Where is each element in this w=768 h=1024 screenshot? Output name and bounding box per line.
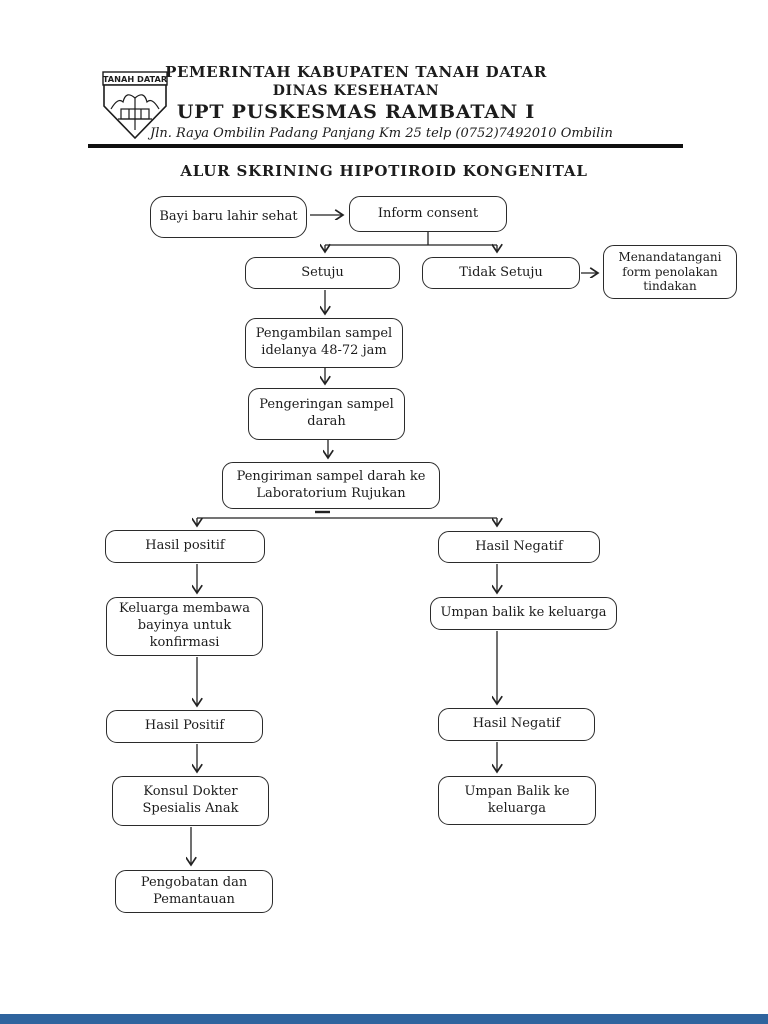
node-label: Pengeringan sampel darah: [259, 397, 394, 429]
government-name: PEMERINTAH KABUPATEN TANAH DATAR: [165, 63, 547, 81]
node-label: Pengobatan dan Pemantauan: [140, 874, 248, 907]
flow-node-inform-consent: Inform consent: [349, 196, 507, 232]
node-label: Hasil positif: [145, 538, 225, 554]
logo-banner-text: TANAH DATAR: [103, 74, 168, 84]
tanah-datar-logo: TANAH DATAR: [102, 71, 168, 140]
node-label: Bayi baru lahir sehat: [159, 208, 298, 224]
flow-node-umpan-balik-1: Umpan balik ke keluarga: [430, 597, 617, 630]
flow-node-keluarga-membawa: Keluarga membawa bayinya untuk konfirmas…: [106, 597, 263, 656]
flow-node-pengambilan-sampel: Pengambilan sampel idelanya 48-72 jam: [245, 318, 403, 368]
node-label: Umpan Balik ke keluarga: [464, 783, 570, 816]
node-label: Setuju: [301, 264, 344, 280]
edge-inform-branch: [325, 231, 497, 246]
node-label: Pengiriman sampel darah ke Laboratorium …: [236, 468, 426, 501]
flow-node-hasil-negatif-1: Hasil Negatif: [438, 531, 600, 563]
node-label: Umpan balik ke keluarga: [440, 605, 607, 621]
node-label: Hasil Negatif: [475, 538, 563, 554]
flow-node-pengiriman-sampel: Pengiriman sampel darah ke Laboratorium …: [222, 462, 440, 509]
node-label: Konsul Dokter Spesialis Anak: [142, 784, 239, 816]
node-label: Pengambilan sampel idelanya 48-72 jam: [255, 326, 393, 358]
office-name: UPT PUSKESMAS RAMBATAN I: [176, 101, 536, 123]
flow-node-bayi-baru-lahir: Bayi baru lahir sehat: [150, 196, 307, 238]
letterhead-text: PEMERINTAH KABUPATEN TANAH DATAR DINAS K…: [150, 63, 613, 141]
rumah-gadang-icon: [110, 94, 160, 130]
flow-node-hasil-positif-2: Hasil Positif: [106, 710, 263, 743]
flow-node-hasil-positif-1: Hasil positif: [105, 530, 265, 563]
footer-bar: [0, 1014, 768, 1024]
node-label: Menandatangani form penolakan tindakan: [618, 250, 722, 294]
flow-node-hasil-negatif-2: Hasil Negatif: [438, 708, 595, 741]
node-label: Tidak Setuju: [459, 264, 543, 280]
flow-node-umpan-balik-2: Umpan Balik ke keluarga: [438, 776, 596, 825]
flow-node-pengobatan: Pengobatan dan Pemantauan: [115, 870, 273, 913]
flow-node-tidak-setuju: Tidak Setuju: [422, 257, 580, 289]
flow-node-konsul-dokter: Konsul Dokter Spesialis Anak: [112, 776, 269, 826]
letterhead-divider: [88, 144, 683, 148]
node-label: Inform consent: [377, 205, 479, 221]
node-label: Hasil Negatif: [472, 716, 561, 732]
flow-node-setuju: Setuju: [245, 257, 400, 289]
node-label: Keluarga membawa bayinya untuk konfirmas…: [118, 601, 251, 650]
department-name: DINAS KESEHATAN: [272, 83, 440, 99]
page-title: ALUR SKRINING HIPOTIROID KONGENITAL: [180, 162, 588, 180]
flow-node-pengeringan-sampel: Pengeringan sampel darah: [248, 388, 405, 440]
office-address: Jln. Raya Ombilin Padang Panjang Km 25 t…: [150, 126, 613, 141]
node-label: Hasil Positif: [144, 718, 225, 734]
flow-node-menandatangani-form: Menandatangani form penolakan tindakan: [603, 245, 737, 299]
